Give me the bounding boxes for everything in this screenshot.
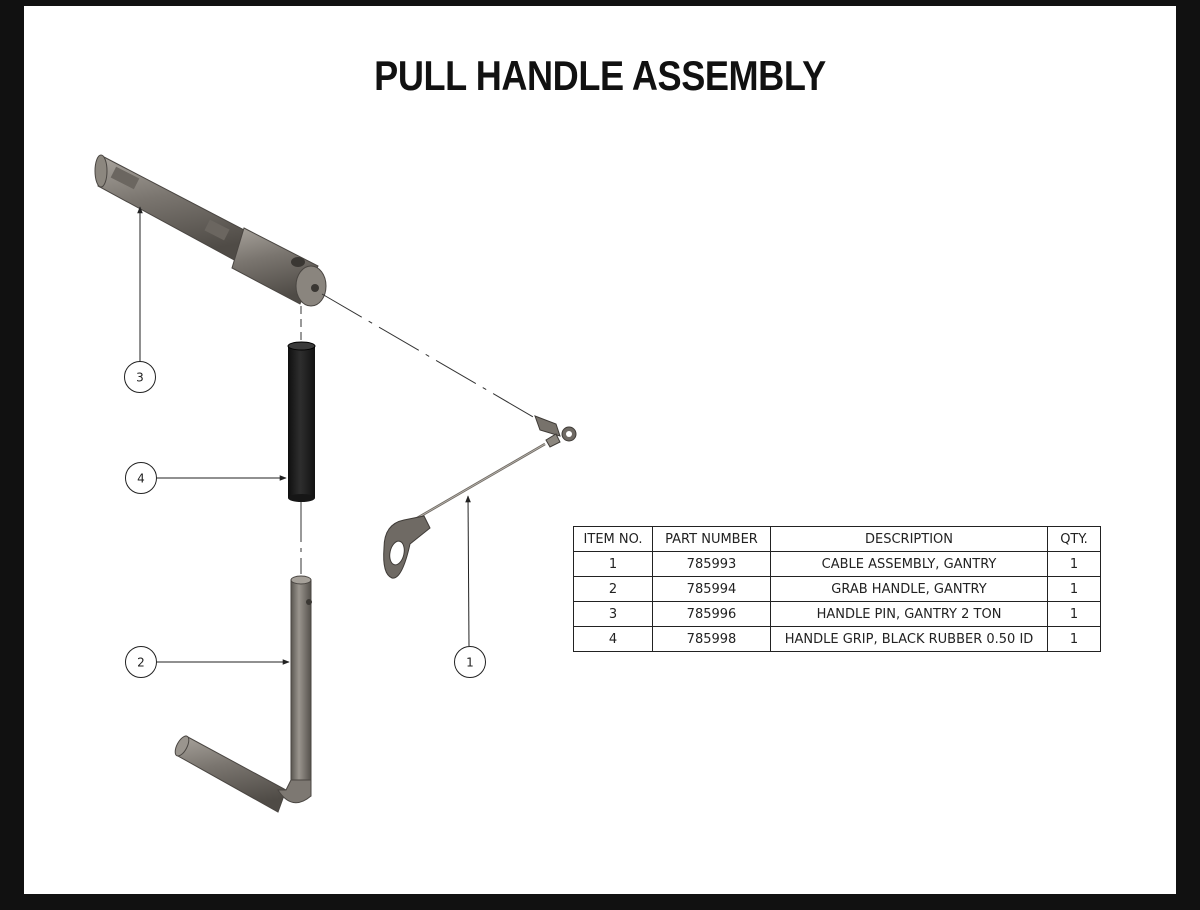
callout-label: 3	[136, 371, 144, 385]
cell-item-no: 4	[573, 626, 653, 652]
cell-part-number: 785998	[652, 626, 771, 652]
header-description: DESCRIPTION	[770, 526, 1048, 552]
grab-handle-part	[174, 575, 312, 813]
table-row: 2 785994 GRAB HANDLE, GANTRY 1	[573, 576, 1101, 602]
cell-item-no: 3	[573, 601, 653, 627]
handle-pin-part	[94, 154, 327, 307]
header-part-number: PART NUMBER	[652, 526, 771, 552]
leader-lines	[137, 206, 471, 665]
callout-label: 1	[466, 656, 474, 670]
callout-balloon-2: 2	[125, 646, 157, 678]
cell-description: HANDLE GRIP, BLACK RUBBER 0.50 ID	[770, 626, 1048, 652]
cell-description: GRAB HANDLE, GANTRY	[770, 576, 1048, 602]
handle-grip-part	[287, 341, 316, 502]
cell-item-no: 1	[573, 551, 653, 577]
table-row: 1 785993 CABLE ASSEMBLY, GANTRY 1	[573, 551, 1101, 577]
header-item-no: ITEM NO.	[573, 526, 653, 552]
callout-balloon-3: 3	[124, 361, 156, 393]
table-row: 4 785998 HANDLE GRIP, BLACK RUBBER 0.50 …	[573, 626, 1101, 652]
cell-qty: 1	[1047, 576, 1101, 602]
table-header-row: ITEM NO. PART NUMBER DESCRIPTION QTY.	[573, 526, 1101, 552]
cell-description: HANDLE PIN, GANTRY 2 TON	[770, 601, 1048, 627]
bill-of-materials-table: ITEM NO. PART NUMBER DESCRIPTION QTY. 1 …	[573, 526, 1101, 652]
assembly-centerlines	[300, 293, 536, 574]
cell-qty: 1	[1047, 551, 1101, 577]
cell-part-number: 785996	[652, 601, 771, 627]
cell-description: CABLE ASSEMBLY, GANTRY	[770, 551, 1048, 577]
cell-part-number: 785994	[652, 576, 771, 602]
page-title: PULL HANDLE ASSEMBLY	[374, 52, 826, 99]
callout-label: 4	[137, 472, 145, 486]
callout-balloon-1: 1	[454, 646, 486, 678]
header-qty: QTY.	[1047, 526, 1101, 552]
callout-label: 2	[137, 656, 145, 670]
table-row: 3 785996 HANDLE PIN, GANTRY 2 TON 1	[573, 601, 1101, 627]
callout-balloon-4: 4	[125, 462, 157, 494]
cell-qty: 1	[1047, 626, 1101, 652]
cell-qty: 1	[1047, 601, 1101, 627]
cable-assembly-part	[383, 415, 577, 579]
cell-item-no: 2	[573, 576, 653, 602]
cell-part-number: 785993	[652, 551, 771, 577]
drawing-sheet	[24, 6, 1176, 894]
